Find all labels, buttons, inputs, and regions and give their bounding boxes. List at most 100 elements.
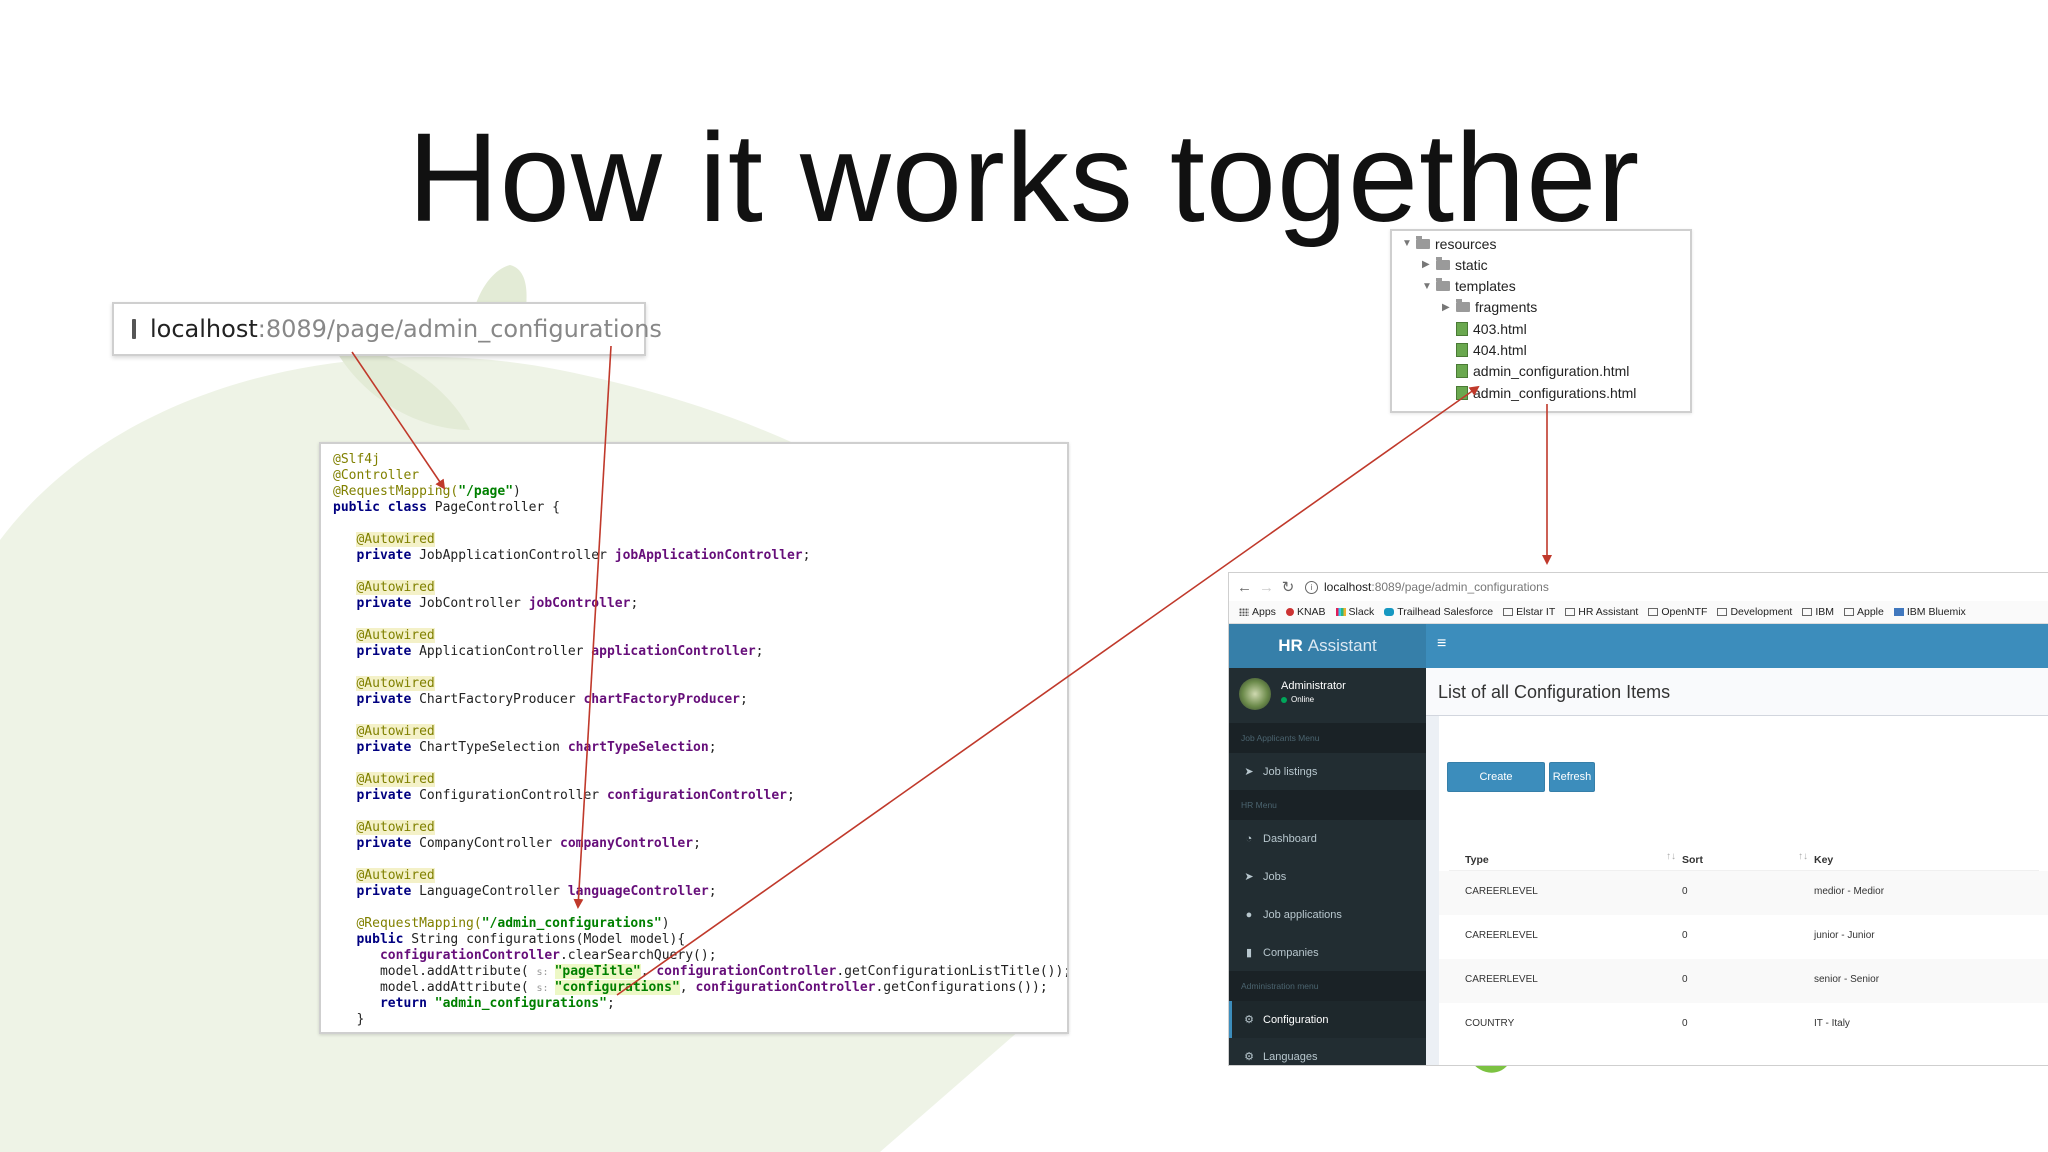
folder-icon	[1436, 278, 1450, 292]
column-header-type[interactable]: Type	[1465, 854, 1489, 866]
code-line[interactable]: @Autowired	[356, 868, 435, 883]
code-line[interactable]: model.addAttribute( s: "configurations",…	[333, 980, 1048, 995]
bookmark-item[interactable]: Trailhead Salesforce	[1384, 606, 1493, 618]
slide-title: How it works together	[407, 107, 1641, 248]
back-arrow-icon[interactable]: ←	[1237, 578, 1252, 596]
folder-icon	[1844, 608, 1854, 616]
folder-icon	[1802, 608, 1813, 616]
code-line[interactable]: private ChartTypeSelection chartTypeSele…	[356, 740, 717, 755]
refresh-button[interactable]: Refresh	[1549, 762, 1595, 792]
code-line[interactable]: public class PageController {	[333, 500, 560, 515]
tree-item[interactable]: admin_configuration.html	[1442, 361, 1629, 382]
code-line[interactable]: private ChartFactoryProducer chartFactor…	[356, 692, 748, 707]
bookmark-item[interactable]: IBM Bluemix	[1893, 606, 1966, 618]
code-line[interactable]: @Autowired	[356, 724, 435, 739]
expand-down-icon[interactable]: ▼	[1422, 280, 1432, 292]
create-configuration-button[interactable]: Create configuration	[1447, 762, 1545, 811]
html-file-icon	[1456, 321, 1468, 336]
code-line[interactable]: @Autowired	[356, 772, 435, 787]
sidebar-item-jobs[interactable]: ➤Jobs	[1244, 870, 1287, 884]
sidebar-item-languages[interactable]: ⚙Languages	[1244, 1050, 1318, 1064]
sidebar-item-job-applications[interactable]: ●Job applications	[1229, 896, 1426, 933]
tree-item[interactable]: ▶fragments	[1442, 297, 1537, 318]
folder-icon	[1648, 608, 1659, 616]
table-cell: senior - Senior	[1814, 974, 1880, 985]
bookmark-item[interactable]: Apple	[1844, 606, 1884, 618]
code-line[interactable]: @Autowired	[356, 676, 435, 691]
document-icon	[132, 319, 136, 339]
url-text: localhost:8089/page/admin_configurations	[150, 315, 662, 343]
expand-right-icon[interactable]: ▶	[1422, 259, 1430, 271]
code-line[interactable]: configurationController.clearSearchQuery…	[379, 948, 717, 963]
code-line[interactable]: @Autowired	[356, 628, 435, 643]
tree-item[interactable]: ▼templates	[1422, 276, 1516, 297]
tree-item-label: 403.html	[1473, 320, 1527, 337]
bookmark-item[interactable]: Elstar IT	[1503, 606, 1555, 618]
code-line[interactable]: @Autowired	[356, 820, 435, 835]
bookmark-item[interactable]: KNAB	[1285, 606, 1326, 618]
address-host: localhost	[1324, 580, 1372, 594]
project-file-tree[interactable]: ▼ resources ▶static▼templates▶fragments 403…	[1390, 229, 1692, 413]
code-line[interactable]: @Controller	[333, 468, 420, 483]
bookmark-item[interactable]: Apps	[1239, 606, 1276, 618]
code-line[interactable]: private ApplicationController applicatio…	[356, 644, 764, 659]
code-line[interactable]: private CompanyController companyControl…	[356, 836, 701, 851]
user-icon: ●	[1245, 908, 1253, 921]
folder-icon	[1456, 299, 1470, 313]
tree-item[interactable]: ▶static	[1422, 254, 1488, 275]
code-line[interactable]: private LanguageController languageContr…	[356, 884, 717, 899]
sidebar: Administrator Online Job Applicants Menu…	[1229, 668, 1426, 1065]
tree-item[interactable]: admin_configurations.html	[1442, 382, 1636, 403]
expand-down-icon[interactable]: ▼	[1402, 238, 1412, 249]
sidebar-item-companies[interactable]: ▮Companies	[1229, 934, 1426, 971]
sidebar-item-dashboard[interactable]: ◔Dashboard	[1229, 820, 1426, 857]
tree-item[interactable]: 403.html	[1442, 318, 1527, 339]
bookmark-item[interactable]: OpenNTF	[1648, 606, 1707, 618]
bookmark-item[interactable]: HR Assistant	[1565, 606, 1638, 618]
code-line[interactable]: @Autowired	[356, 580, 435, 595]
expand-right-icon[interactable]: ▶	[1442, 301, 1450, 313]
browser-address-bar[interactable]: ← → ↻ i localhost:8089/page/admin_config…	[1229, 573, 2048, 601]
sort-icon[interactable]: ↑↓	[1798, 851, 1808, 862]
table-header-divider	[1449, 870, 2039, 871]
sidebar-item-configuration[interactable]: ⚙Configuration	[1229, 1001, 1426, 1038]
code-line[interactable]: model.addAttribute( s: "pageTitle", conf…	[333, 964, 1069, 979]
code-line[interactable]: public String configurations(Model model…	[356, 932, 686, 947]
forward-arrow-icon[interactable]: →	[1259, 578, 1274, 596]
reload-icon[interactable]: ↻	[1281, 579, 1295, 596]
tree-item-label: admin_configurations.html	[1473, 384, 1637, 401]
bookmark-item[interactable]: Development	[1717, 606, 1792, 618]
code-line[interactable]: private ConfigurationController configur…	[356, 788, 795, 803]
code-line[interactable]: @Autowired	[356, 532, 435, 547]
code-line[interactable]: }	[333, 1012, 365, 1027]
sort-icon[interactable]: ↑↓	[1666, 851, 1676, 862]
bookmark-item[interactable]: Slack	[1335, 606, 1374, 618]
tree-item-label: resources	[1435, 235, 1497, 252]
code-line[interactable]: private JobController jobController;	[356, 596, 639, 611]
hamburger-menu-icon[interactable]: ≡	[1437, 635, 1447, 652]
info-icon[interactable]: i	[1305, 580, 1318, 594]
paper-plane-icon: ➤	[1244, 766, 1254, 778]
tree-item[interactable]: ▼ resources	[1402, 233, 1496, 254]
tree-item[interactable]: 404.html	[1442, 340, 1527, 361]
column-header-sort[interactable]: Sort	[1682, 854, 1703, 866]
code-line[interactable]: @RequestMapping("/admin_configurations")	[356, 916, 670, 931]
paper-plane-icon: ➤	[1244, 871, 1254, 883]
sidebar-item-job-listings[interactable]: ➤Job listings	[1244, 765, 1318, 779]
code-line[interactable]: @Slf4j	[333, 452, 380, 467]
column-header-key[interactable]: Key	[1814, 854, 1834, 866]
table-cell: 0	[1682, 974, 1688, 985]
browser-window: ← → ↻ i localhost:8089/page/admin_config…	[1228, 572, 2048, 1066]
code-editor[interactable]: @Slf4j@Controller@RequestMapping("/page"…	[319, 442, 1069, 1034]
code-line[interactable]: return "admin_configurations";	[379, 996, 615, 1011]
bookmark-item[interactable]: IBM	[1802, 606, 1834, 618]
code-line[interactable]: private JobApplicationController jobAppl…	[356, 548, 811, 563]
apps-grid-icon	[1239, 608, 1249, 616]
url-bar[interactable]: localhost:8089/page/admin_configurations	[112, 302, 662, 356]
code-line[interactable]: @RequestMapping("/page")	[333, 484, 521, 499]
